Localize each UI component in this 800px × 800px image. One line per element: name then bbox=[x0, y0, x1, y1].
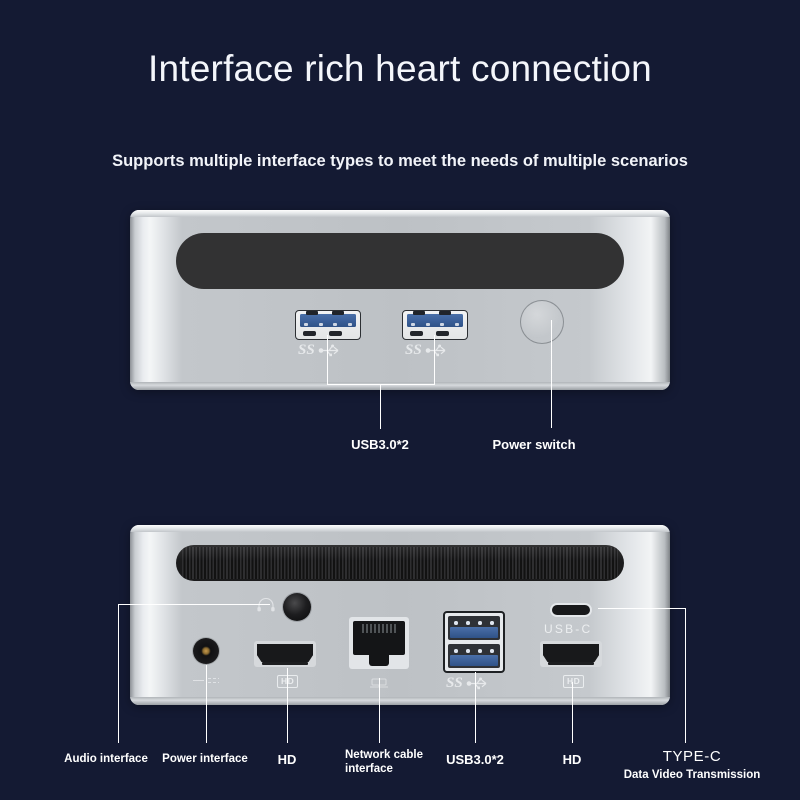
port-usb-c bbox=[550, 603, 592, 617]
usb-tongue bbox=[300, 311, 356, 327]
callout-line-hdmi-left bbox=[287, 668, 289, 743]
hdmi-lip bbox=[262, 662, 308, 665]
port-hdmi-2 bbox=[540, 641, 602, 667]
rj45-cavity bbox=[353, 621, 405, 655]
callout-label-front-usb: USB3.0*2 bbox=[351, 437, 409, 452]
rear-vent-grille bbox=[176, 544, 624, 581]
front-panel-view: SS SS bbox=[130, 210, 670, 390]
rear-panel-view: HD SS bbox=[130, 525, 670, 705]
callout-line-audio-h bbox=[118, 604, 270, 606]
callout-line-usb bbox=[475, 672, 477, 743]
port-audio-jack bbox=[283, 593, 311, 621]
callout-label-hdmi-right: HD bbox=[562, 752, 582, 767]
page-subtitle: Supports multiple interface types to mee… bbox=[112, 152, 688, 170]
callout-line-power bbox=[206, 665, 208, 743]
callout-line-audio-v bbox=[118, 604, 120, 743]
usb-pins bbox=[411, 323, 459, 326]
port-ethernet bbox=[349, 617, 409, 669]
headphone-icon bbox=[256, 597, 276, 617]
callout-line-front-usb-left bbox=[327, 335, 329, 385]
callout-label-hdmi-left: HD bbox=[277, 752, 297, 767]
ss-text-rear: SS bbox=[446, 675, 463, 691]
callout-line-typec-h bbox=[598, 608, 686, 610]
usb-c-cavity bbox=[552, 605, 590, 615]
usb-notch bbox=[303, 331, 316, 336]
callout-label-network-line1: Network cable bbox=[345, 749, 423, 761]
vent-gloss bbox=[176, 544, 624, 561]
hdmi-badge-2: HD bbox=[563, 675, 585, 688]
superspeed-icon-2: SS bbox=[405, 342, 451, 359]
front-vent-strip bbox=[176, 233, 624, 290]
hdmi-cavity bbox=[257, 644, 313, 662]
callout-line-front-usb-right bbox=[434, 335, 436, 385]
callout-label-usb: USB3.0*2 bbox=[446, 752, 504, 767]
callout-label-network-line2: interface bbox=[345, 763, 393, 776]
chassis-front: SS SS bbox=[130, 210, 670, 390]
superspeed-icon-rear: SS bbox=[446, 675, 492, 692]
dc-power-icon bbox=[192, 672, 220, 690]
callout-line-front-usb-stem bbox=[380, 384, 382, 429]
usb-pins bbox=[304, 323, 352, 326]
port-hdmi-1 bbox=[254, 641, 316, 667]
callout-label-typec-sub: Data Video Transmission bbox=[623, 769, 761, 782]
usb-slot-bottom bbox=[448, 644, 500, 668]
chassis-rear: HD SS bbox=[130, 525, 670, 705]
callout-line-hdmi-right bbox=[572, 682, 574, 743]
usb-notch bbox=[410, 331, 423, 336]
ss-text-1: SS bbox=[298, 342, 315, 358]
callout-line-network bbox=[379, 678, 381, 743]
callout-label-audio: Audio interface bbox=[64, 753, 148, 765]
page-title: Interface rich heart connection bbox=[148, 48, 652, 89]
callout-label-typec-main: TYPE-C bbox=[662, 748, 722, 765]
power-button[interactable] bbox=[520, 300, 564, 344]
callout-label-network: Network cable interface bbox=[345, 748, 423, 776]
superspeed-icon-1: SS bbox=[298, 342, 344, 359]
port-dc-power bbox=[193, 638, 219, 664]
ss-text-2: SS bbox=[405, 342, 422, 358]
rj45-tab bbox=[369, 653, 389, 666]
hdmi-lip bbox=[548, 662, 594, 665]
usb-slot-top bbox=[448, 616, 500, 640]
vent-slats bbox=[182, 546, 618, 579]
usb-tongue bbox=[407, 311, 463, 327]
callout-label-power: Power interface bbox=[162, 753, 248, 765]
callout-line-typec-v bbox=[685, 608, 687, 743]
hdmi-cavity bbox=[543, 644, 599, 662]
callout-label-front-power: Power switch bbox=[492, 437, 576, 452]
callout-label-typec: TYPE-C Data Video Transmission bbox=[624, 748, 761, 782]
callout-line-front-power bbox=[551, 320, 553, 428]
usb-c-silkscreen-label: USB-C bbox=[544, 622, 593, 636]
port-usb-a-stack bbox=[443, 611, 505, 673]
